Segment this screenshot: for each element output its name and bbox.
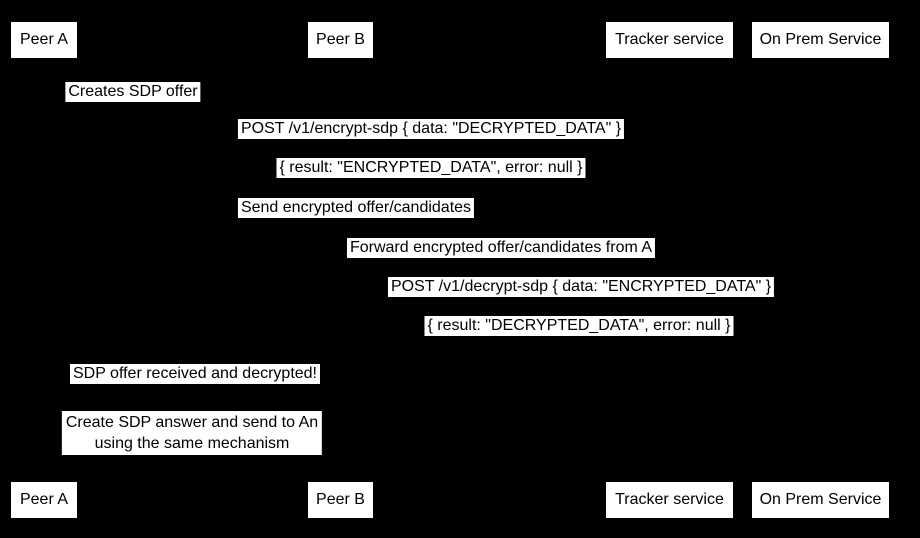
- msg-create-sdp-answer: Create SDP answer and send to An using t…: [61, 411, 323, 455]
- actor-on-prem-service-bottom: On Prem Service: [752, 482, 889, 518]
- actor-on-prem-service-top: On Prem Service: [752, 22, 889, 58]
- msg-post-encrypt-sdp: POST /v1/encrypt-sdp { data: "DECRYPTED_…: [237, 119, 625, 139]
- msg-sdp-offer-received: SDP offer received and decrypted!: [70, 364, 320, 384]
- actor-peer-b-bottom: Peer B: [308, 482, 373, 518]
- msg-send-encrypted-offer: Send encrypted offer/candidates: [237, 198, 475, 218]
- msg-create-sdp-answer-line-1: Create SDP answer and send to An: [65, 414, 319, 431]
- msg-decrypt-result: { result: "DECRYPTED_DATA", error: null …: [424, 316, 734, 336]
- msg-creates-sdp-offer: Creates SDP offer: [65, 82, 201, 102]
- msg-post-decrypt-sdp: POST /v1/decrypt-sdp { data: "ENCRYPTED_…: [387, 277, 775, 297]
- actor-peer-a-bottom: Peer A: [11, 482, 77, 518]
- msg-encrypt-result: { result: "ENCRYPTED_DATA", error: null …: [276, 158, 586, 178]
- actor-peer-a-top: Peer A: [11, 22, 77, 58]
- msg-create-sdp-answer-line-2: using the same mechanism: [94, 435, 290, 452]
- actor-tracker-service-bottom: Tracker service: [606, 482, 733, 518]
- msg-forward-encrypted-offer: Forward encrypted offer/candidates from …: [346, 238, 656, 258]
- actor-tracker-service-top: Tracker service: [606, 22, 733, 58]
- actor-peer-b-top: Peer B: [308, 22, 373, 58]
